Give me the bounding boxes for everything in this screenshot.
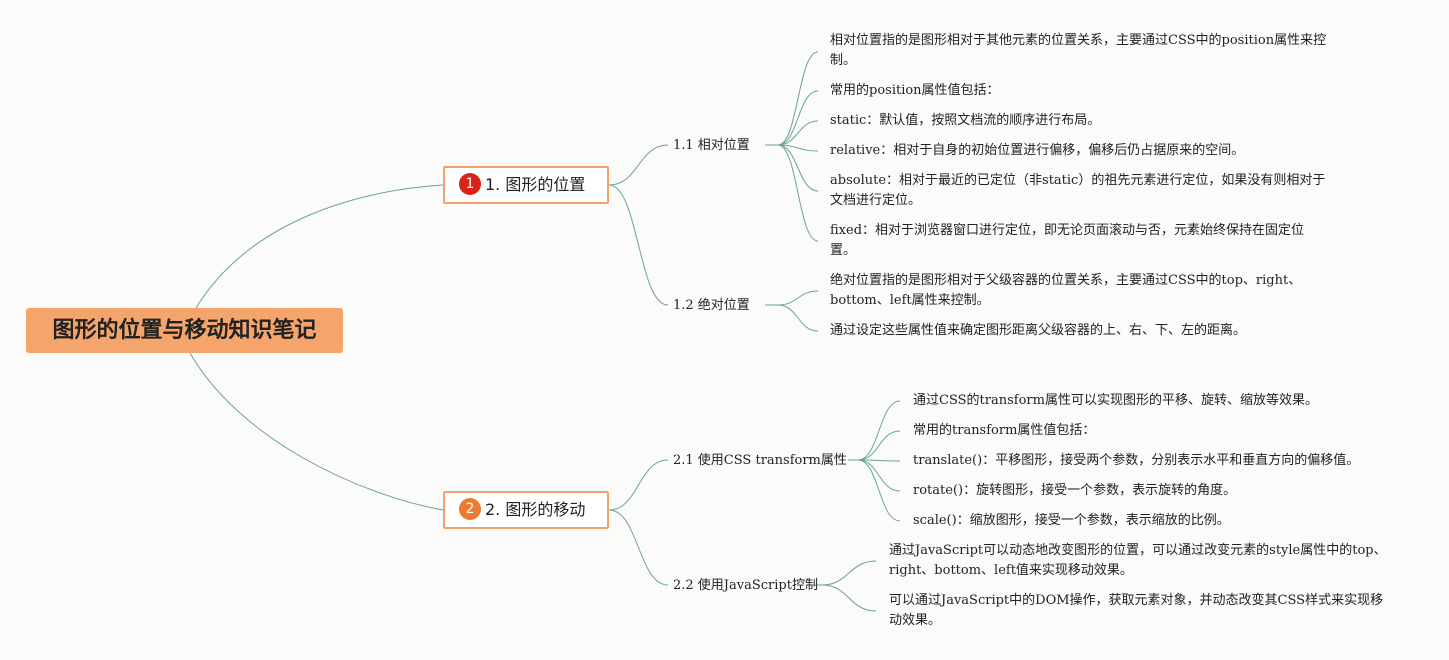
connector-leaf-2-2-b (821, 584, 877, 612)
connector-leaf-1-2-b (777, 304, 819, 332)
topic-label: 2. 图形的移动 (485, 500, 586, 519)
connector-leaf-1-1-c (777, 120, 819, 146)
leaf-fixed: fixed：相对于浏览器窗口进行定位，即无论页面滚动与否，元素始终保持在固定位置… (830, 223, 1305, 258)
connector-root-section-1 (195, 184, 444, 309)
leaf-absolute-definition: 绝对位置指的是图形相对于父级容器的位置关系，主要通过CSS中的top、right… (830, 273, 1302, 308)
number-badge-1: 1 (459, 172, 481, 195)
subtopic-javascript-control[interactable]: 2.2 使用JavaScript控制 (673, 578, 818, 593)
connector-leaf-2-1-b (857, 430, 901, 461)
leaf-transform-values: 常用的transform属性值包括： (913, 423, 1096, 438)
connector-leaf-1-2-a (777, 290, 819, 306)
connector-section2-sub2 (608, 509, 669, 586)
connector-leaf-2-1-a (857, 400, 901, 461)
connector-section1-sub1 (608, 144, 669, 186)
leaf-js-dom: 可以通过JavaScript中的DOM操作，获取元素对象，并动态改变其CSS样式… (889, 593, 1384, 628)
leaf-relative: relative：相对于自身的初始位置进行偏移，偏移后仍占据原来的空间。 (830, 143, 1245, 158)
connector-leaf-2-2-a (821, 560, 877, 586)
connector-leaf-1-1-f (777, 144, 819, 242)
connector-section1-sub2 (608, 184, 669, 306)
connector-root-section-2 (189, 352, 444, 511)
root-topic[interactable]: 图形的位置与移动知识笔记 (26, 308, 343, 353)
leaf-position-values: 常用的position属性值包括： (830, 83, 1000, 98)
connector-leaf-1-1-d (777, 144, 819, 152)
connector-leaf-1-1-e (777, 144, 819, 192)
connector-section2-sub1 (608, 459, 669, 511)
leaf-rotate: rotate()：旋转图形，接受一个参数，表示旋转的角度。 (913, 483, 1237, 498)
connector-leaf-2-1-c (857, 459, 901, 462)
leaf-static: static：默认值，按照文档流的顺序进行布局。 (830, 113, 1101, 128)
subtopic-absolute-position[interactable]: 1.2 绝对位置 (673, 298, 750, 313)
leaf-absolute-offsets: 通过设定这些属性值来确定图形距离父级容器的上、右、下、左的距离。 (830, 323, 1247, 338)
connector-leaf-1-1-a (777, 51, 819, 146)
subtopic-relative-position[interactable]: 1.1 相对位置 (673, 138, 750, 153)
number-badge-2: 2 (459, 497, 481, 520)
leaf-absolute: absolute：相对于最近的已定位（非static）的祖先元素进行定位，如果没… (830, 173, 1326, 208)
leaf-transform-definition: 通过CSS的transform属性可以实现图形的平移、旋转、缩放等效果。 (913, 393, 1318, 408)
leaf-translate: translate()：平移图形，接受两个参数，分别表示水平和垂直方向的偏移值。 (913, 453, 1360, 468)
connector-leaf-1-1-b (777, 90, 819, 146)
connector-leaf-2-1-e (857, 459, 901, 522)
leaf-relative-definition: 相对位置指的是图形相对于其他元素的位置关系，主要通过CSS中的position属… (830, 33, 1327, 68)
leaf-js-style: 通过JavaScript可以动态地改变图形的位置，可以通过改变元素的style属… (889, 543, 1387, 578)
connector-leaf-2-1-d (857, 459, 901, 492)
topic-label: 1. 图形的位置 (485, 175, 586, 194)
subtopic-css-transform[interactable]: 2.1 使用CSS transform属性 (673, 453, 847, 468)
leaf-scale: scale()：缩放图形，接受一个参数，表示缩放的比例。 (913, 513, 1230, 528)
